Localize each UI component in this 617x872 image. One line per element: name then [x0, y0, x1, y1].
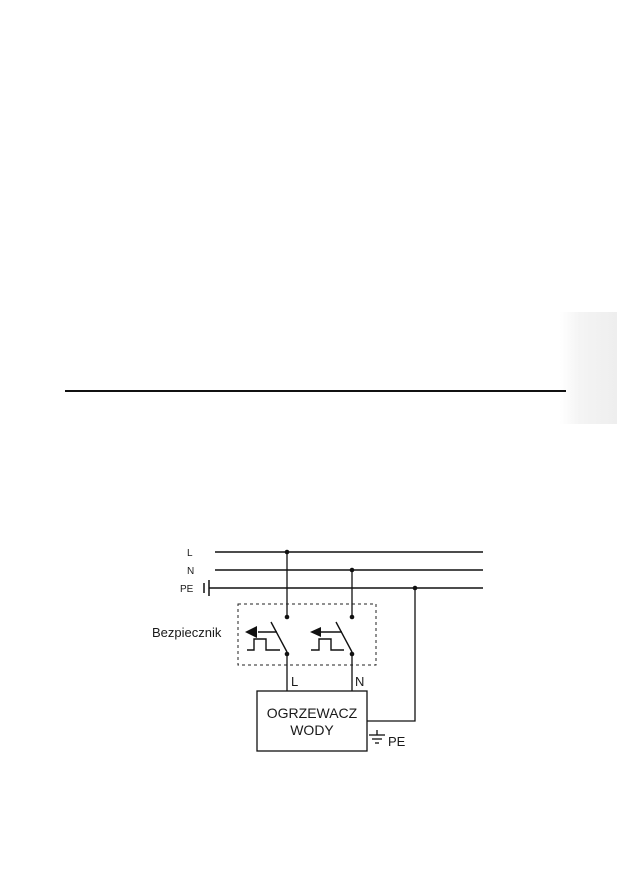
trip-arrow-head-n	[310, 627, 321, 637]
terminal-label-n: N	[355, 674, 364, 689]
breaker-enclosure	[237, 603, 377, 666]
pe-wire	[367, 588, 416, 722]
breaker-label: Bezpiecznik	[152, 625, 222, 640]
supply-lines	[203, 551, 483, 596]
bus-label-n: N	[187, 566, 194, 577]
load-wires	[286, 588, 416, 722]
trip-arrow-head-l	[245, 626, 257, 638]
breaker-pole-n	[310, 614, 355, 657]
page-edge-tab	[560, 312, 617, 424]
heater-label-line1: OGRZEWACZ	[267, 705, 358, 721]
contact-top-l	[284, 614, 290, 620]
water-heater-box	[256, 690, 368, 752]
thermal-element-l	[247, 638, 280, 651]
bus-label-l: L	[187, 548, 193, 559]
earth-label: PE	[388, 734, 406, 749]
section-divider	[65, 390, 566, 392]
heater-label-line2: WODY	[290, 722, 334, 738]
contact-top-n	[349, 614, 355, 620]
earth-symbol-icon	[369, 730, 385, 744]
bus-label-pe: PE	[180, 584, 194, 595]
feed-wires	[286, 552, 353, 616]
breaker-pole-l	[245, 614, 290, 657]
terminal-label-l: L	[291, 674, 298, 689]
thermal-element-n	[311, 638, 344, 651]
switch-blade-l	[270, 621, 288, 653]
switch-blade-n	[335, 621, 353, 653]
